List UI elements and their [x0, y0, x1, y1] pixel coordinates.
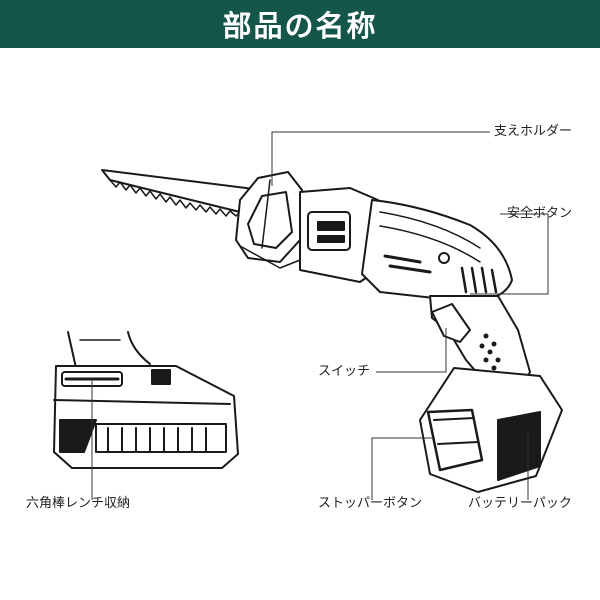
- leader-safety-button: [470, 213, 549, 295]
- stopper-button-shape: [426, 408, 484, 472]
- label-blade-holder: 支えホルダー: [494, 124, 573, 139]
- vent-grille: [460, 266, 498, 294]
- label-safety-button: 安全ボタン: [507, 206, 573, 221]
- saw-body: [361, 199, 513, 303]
- label-hex-wrench-storage: 六角棒レンチ収納: [26, 496, 131, 511]
- page-title: 部品の名称: [222, 9, 378, 43]
- leader-switch: [376, 328, 447, 373]
- safety-button-shape: [438, 252, 450, 264]
- leader-lines: [91, 131, 549, 500]
- saw-blade: [101, 169, 263, 213]
- reciprocating-saw-illustration: [101, 169, 563, 493]
- label-battery-pack: バッテリーパック: [468, 496, 572, 511]
- label-stopper-button: ストッパーボタン: [318, 496, 423, 511]
- trigger-switch: [431, 303, 471, 343]
- leader-stopper: [371, 437, 432, 500]
- battery-closeup-illustration: [53, 331, 239, 469]
- label-switch: スイッチ: [318, 364, 371, 379]
- leader-blade-holder: [271, 131, 490, 186]
- blade-teeth: [109, 179, 241, 217]
- battery-ribs: [107, 427, 207, 453]
- header-banner: 部品の名称: [0, 0, 600, 48]
